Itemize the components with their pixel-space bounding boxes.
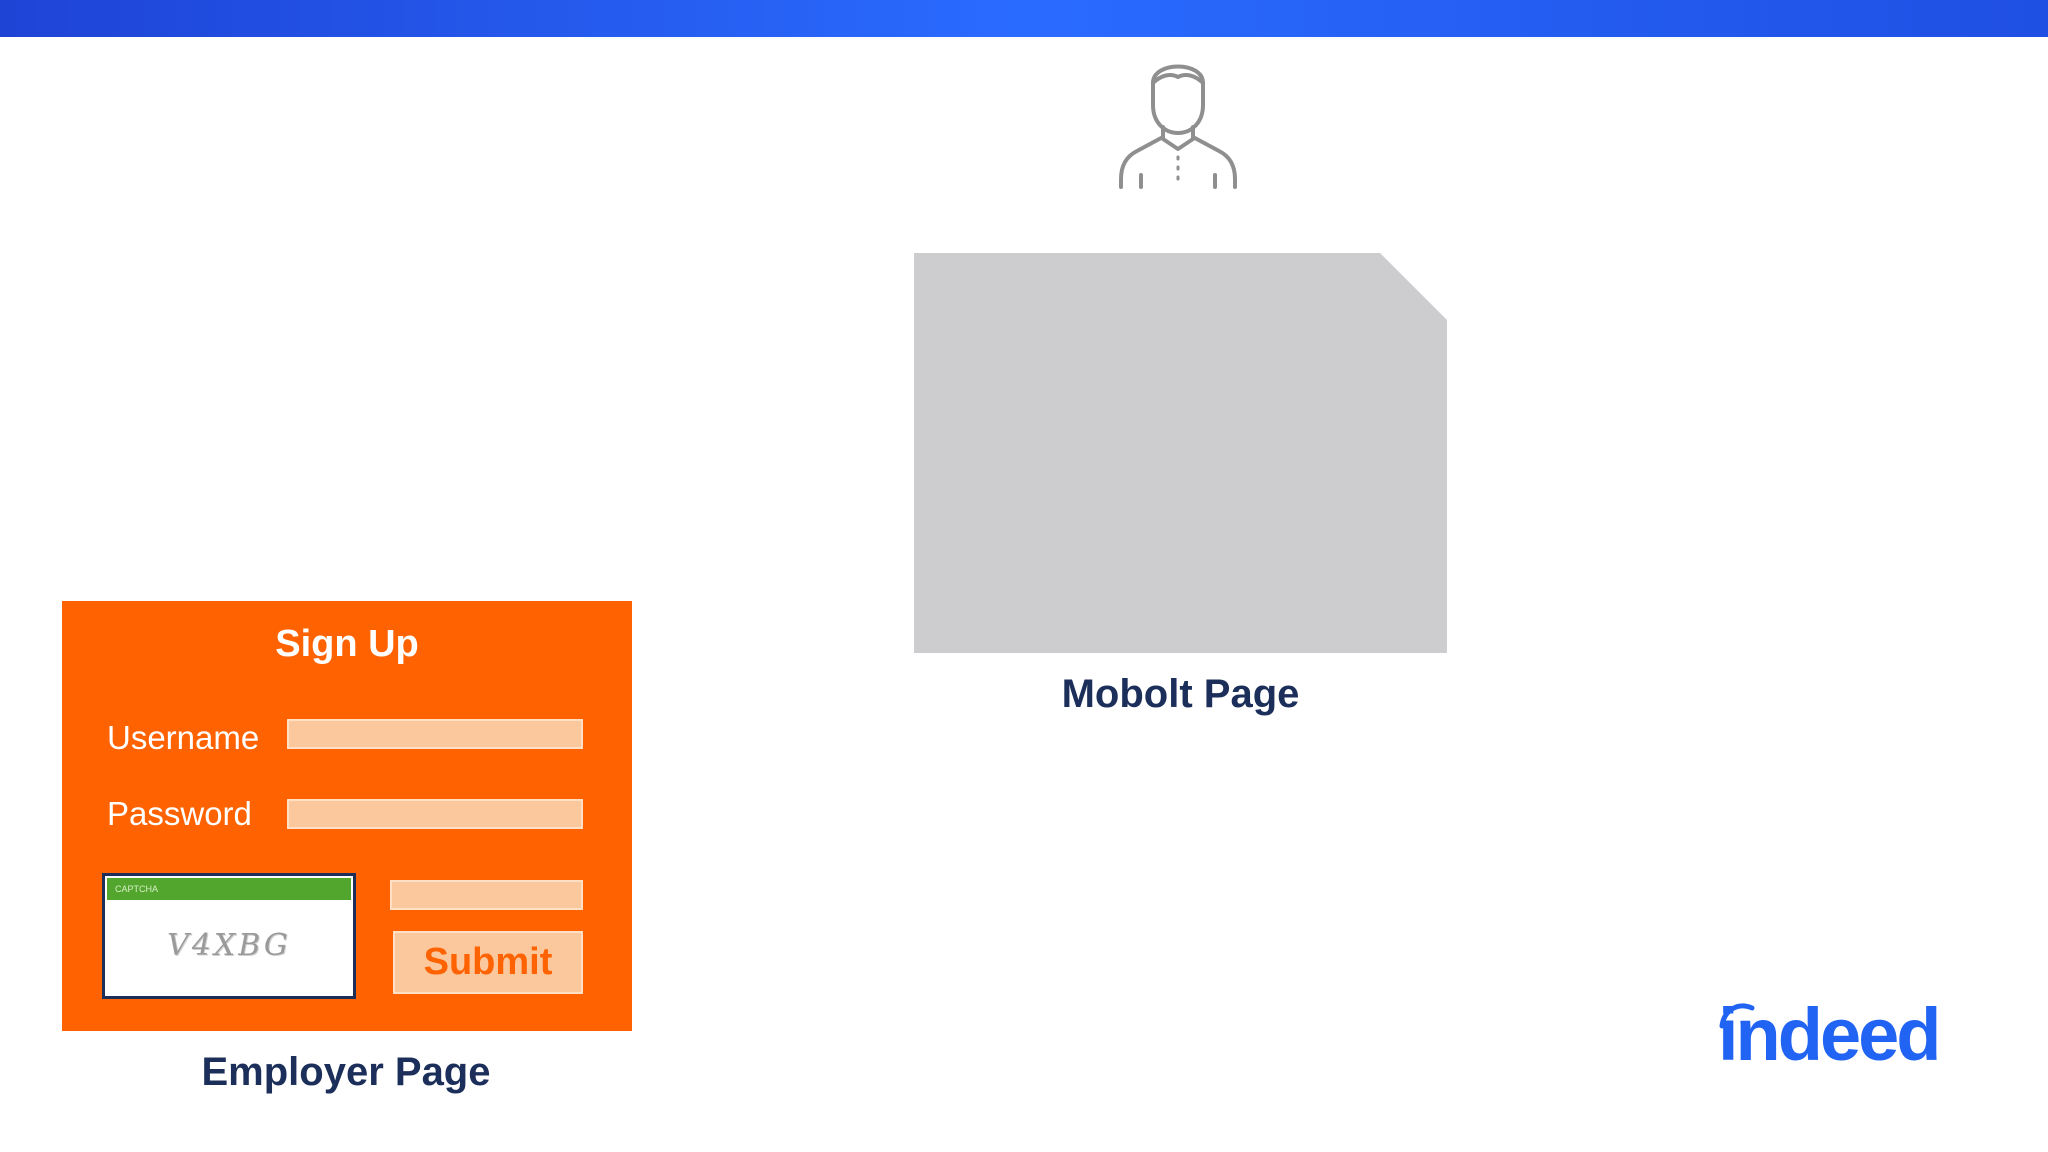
mobolt-page-placeholder [914, 253, 1447, 653]
captcha-header: CAPTCHA [107, 878, 351, 900]
password-label: Password [107, 795, 252, 832]
indeed-logo-text: indeed [1718, 993, 1941, 1076]
submit-button[interactable]: Submit [393, 931, 583, 994]
top-accent-bar [0, 0, 2048, 37]
signup-title: Sign Up [275, 623, 419, 665]
indeed-logo-arc-icon [1719, 1003, 1755, 1029]
username-label: Username [107, 719, 260, 756]
password-field[interactable] [287, 799, 583, 829]
indeed-logo: indeed [1710, 990, 1970, 1080]
captcha-code: V4XBG [167, 928, 291, 963]
person-icon [1119, 64, 1237, 189]
employer-page-label: Employer Page [201, 1050, 491, 1094]
mobolt-page-label: Mobolt Page [1061, 672, 1300, 716]
username-field[interactable] [287, 719, 583, 749]
captcha-image: CAPTCHA V4XBG [102, 873, 356, 999]
employer-signup-form: Sign Up Username Password CAPTCHA V4XBG … [62, 601, 632, 1031]
captcha-field[interactable] [390, 880, 583, 910]
